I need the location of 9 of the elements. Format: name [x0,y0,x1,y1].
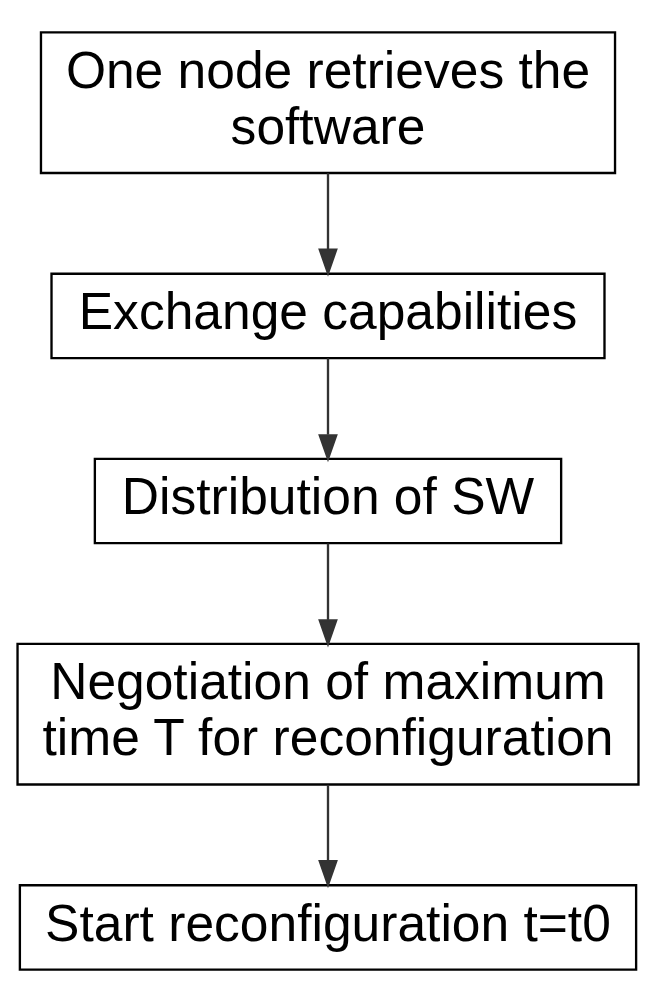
arrow [318,784,338,888]
node-box: Exchange capabilities [50,272,606,359]
arrow [318,543,338,647]
arrow [318,172,338,277]
node-box: Distribution of SW [93,457,563,544]
node-box: One node retrieves the software [39,30,617,174]
node-box: Negotiation of maximum time T for reconfiguration [16,642,640,786]
arrow [318,357,338,462]
node-box: Start reconfiguration t=t0 [18,883,638,971]
